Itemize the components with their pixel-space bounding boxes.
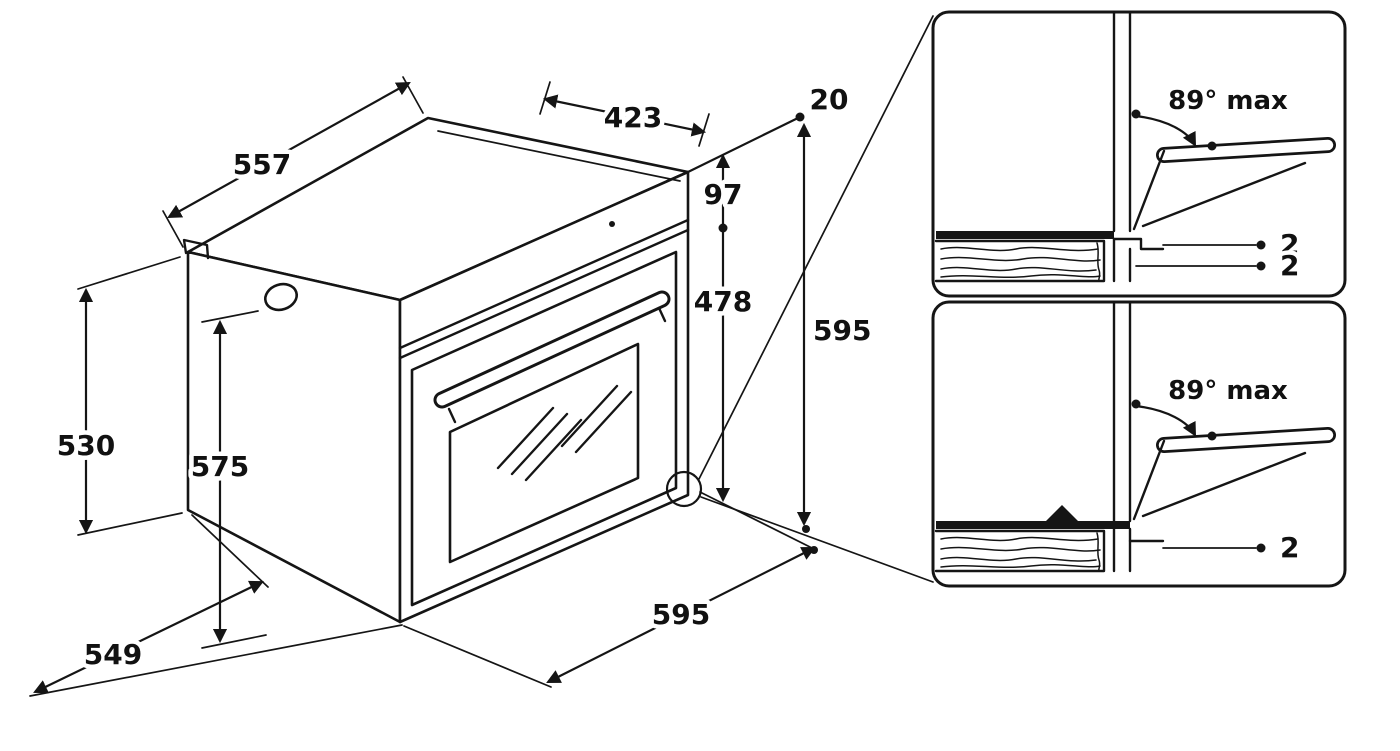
rotation-arc-arrow xyxy=(1135,404,1197,437)
ext-back-height-bottom xyxy=(77,512,183,536)
control-panel-upper-line xyxy=(398,218,690,350)
reference-dot xyxy=(1207,141,1217,151)
reference-dot xyxy=(1256,261,1266,271)
ext-depth-top-right xyxy=(402,76,424,114)
door-hinge-edge xyxy=(1132,149,1166,231)
dim-depth-bottom-line xyxy=(33,580,264,694)
reference-dot xyxy=(1131,399,1141,409)
door-handle-mounts xyxy=(447,306,667,424)
hinge-marker-triangle xyxy=(1046,505,1078,521)
detail-callout-circle xyxy=(665,470,703,508)
wood-grain-texture xyxy=(940,242,1101,282)
open-door-fill xyxy=(1158,139,1334,161)
reference-dot xyxy=(718,223,728,233)
ext-top-width-right xyxy=(698,113,710,147)
control-panel-lower-line xyxy=(398,228,690,360)
ext-top-width-left xyxy=(539,81,551,115)
clearance-leader-lines xyxy=(1135,244,1257,267)
worktop-board-outline xyxy=(934,529,1106,573)
detail-bottom-frame xyxy=(931,300,1347,588)
ext-front-height-top xyxy=(201,310,259,323)
dim-back-height-label: 530 xyxy=(57,429,115,462)
dimension-annotations: 557 423 20 97 478 595 530 575 549 595 xyxy=(29,76,876,697)
reference-dot xyxy=(1131,109,1141,119)
oven-top-inner-edge xyxy=(437,130,681,182)
dim-width-label: 595 xyxy=(652,598,710,631)
detail-top-frame xyxy=(931,10,1347,298)
reference-dot xyxy=(802,525,810,533)
ext-depth-bottom-upper xyxy=(191,514,269,588)
dim-depth-bottom-label: 549 xyxy=(84,638,142,671)
wood-grain-texture xyxy=(940,532,1101,572)
door-window xyxy=(448,342,640,564)
ext-depth-top-left xyxy=(162,210,184,248)
dim-depth-top-label: 557 xyxy=(233,148,291,181)
door-glass-reflections xyxy=(496,384,633,482)
dim-top-width-label: 423 xyxy=(604,101,662,134)
door-inner-edge xyxy=(1141,161,1307,228)
shelf-edge-bar xyxy=(936,231,1114,239)
door-hinge-edge xyxy=(1132,439,1166,521)
worktop-board-outline xyxy=(934,239,1106,283)
control-panel-button xyxy=(609,221,615,227)
ext-back-height-top xyxy=(77,256,181,290)
clearance-label: 2 xyxy=(1280,531,1299,564)
shelf-edge-bar xyxy=(936,521,1130,529)
dim-width-line xyxy=(546,547,816,683)
dim-depth-top-line xyxy=(167,81,411,219)
ext-front-height-bottom xyxy=(201,634,267,649)
reference-dot xyxy=(1256,543,1266,553)
top-edge-extension-line xyxy=(687,116,801,173)
door-handle-fill xyxy=(436,293,668,406)
dim-total-height-label: 595 xyxy=(813,314,871,347)
reference-dot xyxy=(810,546,818,554)
rotation-arc-arrow xyxy=(1135,114,1197,147)
max-angle-label-bottom: 89° max xyxy=(1168,376,1288,406)
clearance-label: 2 xyxy=(1280,228,1299,261)
ext-width-bottom-right xyxy=(699,491,817,551)
oven-isometric-view xyxy=(182,116,703,624)
open-door-fill xyxy=(1158,429,1334,451)
dim-control-panel-height-label: 97 xyxy=(704,178,743,211)
detail-view-bottom: 89° max 2 xyxy=(931,300,1347,588)
side-panel-hole xyxy=(264,282,298,312)
reference-dot xyxy=(795,112,805,122)
dim-door-height-label: 478 xyxy=(694,285,752,318)
dim-front-height-label: 575 xyxy=(191,450,249,483)
oven-back-lip xyxy=(182,238,210,260)
ext-width-bottom-left xyxy=(403,625,552,688)
dim-top-clearance-label: 20 xyxy=(810,83,849,116)
door-bottom-trim xyxy=(1112,237,1165,251)
max-angle-label-top: 89° max xyxy=(1168,86,1288,116)
reference-dot xyxy=(1256,240,1266,250)
dim-top-width-line xyxy=(542,94,707,137)
clearance-label: 2 xyxy=(1280,249,1299,282)
detail-view-top: 89° max 2 2 xyxy=(931,10,1347,298)
door-inner-edge xyxy=(1141,451,1307,518)
callout-leader-top xyxy=(698,15,934,480)
reference-dot xyxy=(1207,431,1217,441)
